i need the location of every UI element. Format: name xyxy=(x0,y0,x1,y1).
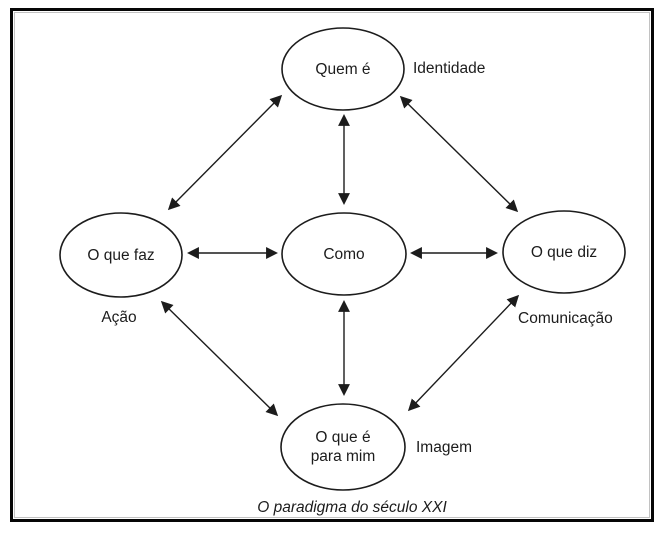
arrow-top-right xyxy=(399,95,519,213)
node-center-label: Como xyxy=(323,246,364,263)
node-left-label: O que faz xyxy=(87,247,154,264)
node-top-label: Quem é xyxy=(315,61,370,78)
arrow-top-left xyxy=(167,94,283,211)
node-right-ellipse xyxy=(502,210,626,294)
node-top-tag: Identidade xyxy=(413,60,485,77)
node-center-ellipse xyxy=(281,212,407,296)
node-right-label: O que diz xyxy=(531,244,597,261)
inner-hairline-frame xyxy=(14,12,650,518)
node-right-tag: Comunicação xyxy=(518,310,613,327)
arrow-right-bottom xyxy=(407,294,520,412)
node-left-ellipse xyxy=(59,212,183,298)
diagram-nodes: Quem é Identidade O que faz Ação Como O … xyxy=(59,27,626,491)
node-bottom-label-line2: para mim xyxy=(311,448,376,465)
node-top-ellipse xyxy=(281,27,405,111)
node-bottom-ellipse xyxy=(280,403,406,491)
diagram-caption: O paradigma do século XXI xyxy=(257,499,447,516)
connector-arrows xyxy=(160,94,520,417)
node-bottom-label-line1: O que é xyxy=(315,429,370,446)
node-left-tag: Ação xyxy=(101,309,136,326)
arrow-left-bottom xyxy=(160,300,279,417)
node-bottom-tag: Imagem xyxy=(416,439,472,456)
